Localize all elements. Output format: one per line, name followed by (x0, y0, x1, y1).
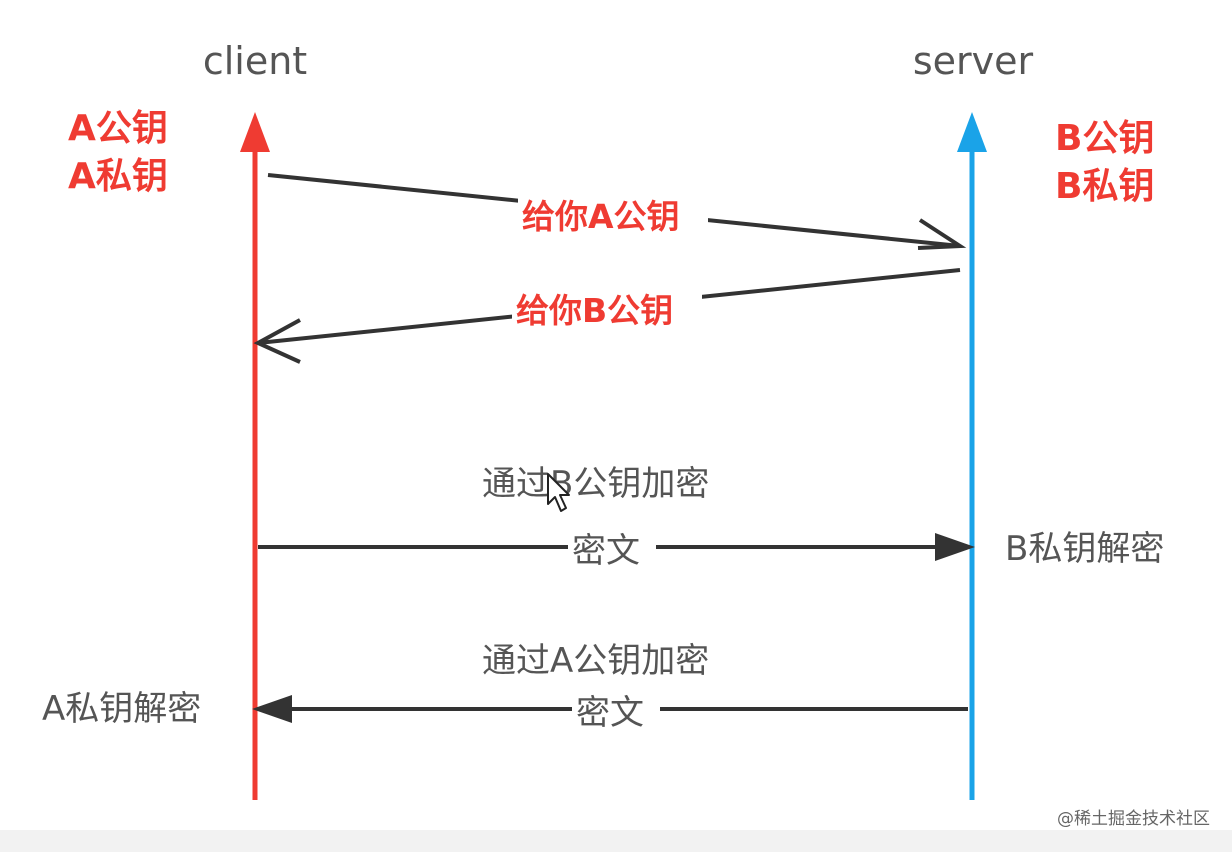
note-encrypt-with-b: 通过B公钥加密 (482, 464, 709, 504)
server-lifeline-arrowhead (957, 112, 987, 152)
server-public-key-label: B公钥 (1055, 118, 1154, 159)
client-lifeline-arrowhead (240, 112, 270, 152)
message-give-a-public-key: 给你A公钥 (522, 197, 680, 236)
label-bg-give-b (512, 288, 702, 332)
client-private-key-label: A私钥 (68, 156, 168, 197)
client-title: client (203, 39, 307, 83)
footer-bar (0, 830, 1232, 852)
message-ciphertext-to-server: 密文 (572, 531, 640, 571)
client-lifeline (240, 112, 270, 800)
label-bg-give-a (518, 192, 708, 236)
note-client-decrypt: A私钥解密 (42, 689, 201, 729)
note-server-decrypt: B私钥解密 (1005, 529, 1164, 569)
mouse-cursor-icon (547, 473, 570, 512)
watermark: @稀土掘金技术社区 (1057, 809, 1210, 829)
note-encrypt-with-a: 通过A公钥加密 (482, 641, 709, 681)
label-bg-cipher-2 (572, 691, 660, 731)
server-lifeline (957, 112, 987, 800)
server-private-key-label: B私钥 (1055, 166, 1154, 207)
label-bg-cipher-1 (568, 529, 656, 569)
message-ciphertext-to-client: 密文 (576, 693, 644, 733)
client-public-key-label: A公钥 (68, 108, 168, 149)
server-title: server (913, 39, 1034, 83)
message-give-b-public-key: 给你B公钥 (516, 291, 673, 330)
